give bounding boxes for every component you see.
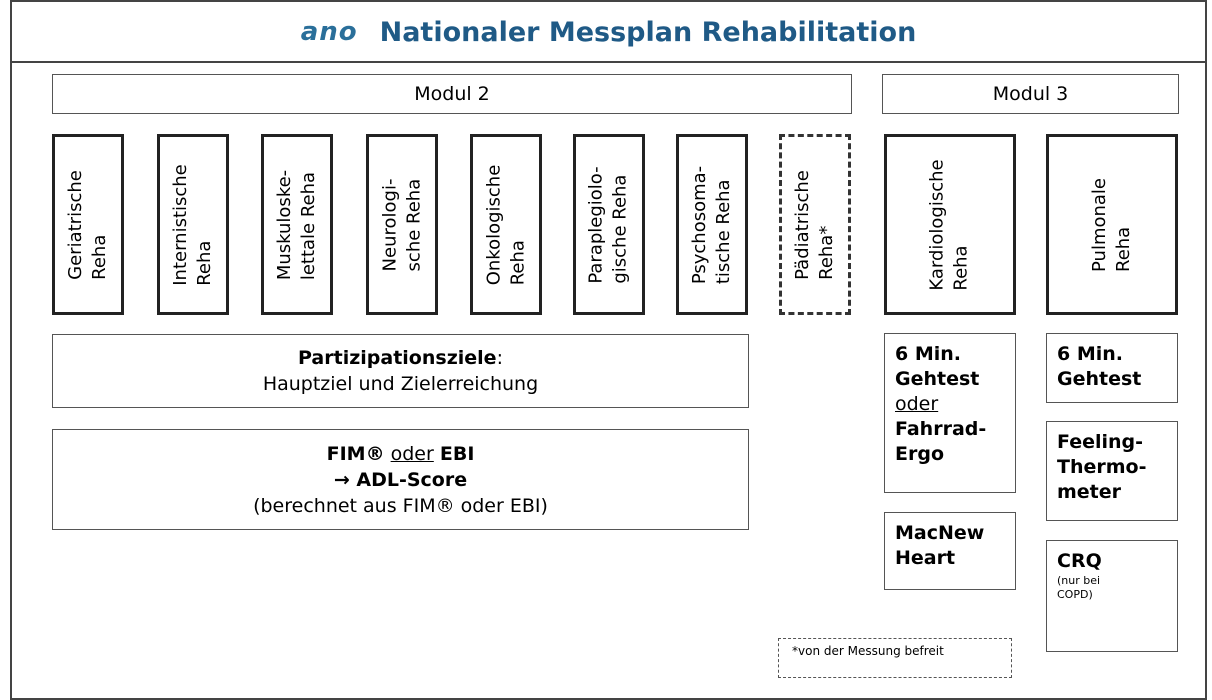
participation-subtitle: Hauptziel und Zielerreichung [262,373,539,395]
fim-note: (berechnet aus FIM® oder EBI) [253,494,548,517]
participation-box: Partizipationsziele: Hauptziel und Ziele… [52,334,749,408]
reha-label-pulmonal: Pulmonale Reha [1088,177,1134,272]
feeling-thermometer-label: Feeling- Thermo- meter [1057,431,1147,503]
modul-2-label: Modul 2 [414,83,490,105]
kardio-fahrrad-label: Fahrrad- Ergo [895,418,987,465]
ebi-label: EBI [439,442,475,465]
header: ano Nationaler Messplan Rehabilitation [10,6,1207,58]
reha-box-paediatrisch: Pädiatrische Reha* [779,134,851,315]
macnew-box: MacNew Heart [884,512,1016,590]
reha-box-onkologisch: Onkologische Reha [470,134,542,315]
fim-oder: oder [390,442,434,465]
reha-label-onkologisch: Onkologische Reha [483,164,529,285]
feeling-thermometer-box: Feeling- Thermo- meter [1046,421,1178,521]
crq-box: CRQ (nur bei COPD) [1046,540,1178,652]
reha-box-muskuloskelettal: Muskuloske- lettale Reha [261,134,333,315]
reha-label-kardiologisch: Kardiologische Reha [927,158,972,291]
reha-label-neurologisch: Neurologi- sche Reha [379,178,424,271]
reha-label-psychosomatisch: Psychosoma- tische Reha [689,165,734,284]
footnote: *von der Messung befreit [778,638,1012,678]
reha-box-geriatrisch: Geriatrische Reha [52,134,124,315]
participation-colon: : [496,347,503,369]
reha-box-kardiologisch: Kardiologische Reha [884,134,1016,315]
macnew-label: MacNew Heart [895,522,985,569]
reha-box-psychosomatisch: Psychosoma- tische Reha [676,134,748,315]
reha-box-pulmonal: Pulmonale Reha [1046,134,1178,315]
reha-box-neurologisch: Neurologi- sche Reha [366,134,438,315]
crq-note: (nur bei COPD) [1057,574,1101,601]
page-title: Nationaler Messplan Rehabilitation [379,16,917,48]
modul-3-box: Modul 3 [882,74,1179,114]
reha-label-geriatrisch: Geriatrische Reha [65,169,111,280]
pulmo-gehtest-label: 6 Min. Gehtest [1057,343,1142,390]
kardio-gehtest-box: 6 Min. Gehtest oder Fahrrad- Ergo [884,333,1016,493]
reha-box-internistisch: Internistische Reha [157,134,229,315]
reha-label-muskuloskelettal: Muskuloske- lettale Reha [274,169,319,280]
kardio-oder: oder [895,393,939,415]
modul-2-box: Modul 2 [52,74,852,114]
footnote-text: *von der Messung befreit [792,644,944,658]
anq-logo: ano [300,17,358,47]
reha-box-paraplegiologisch: Paraplegiolo- gische Reha [573,134,645,315]
modul-3-label: Modul 3 [992,83,1069,105]
reha-label-paraplegiologisch: Paraplegiolo- gische Reha [586,165,632,284]
reha-label-internistisch: Internistische Reha [170,163,216,286]
header-divider [10,61,1207,63]
participation-title: Partizipationsziele [298,347,497,369]
pulmo-gehtest-box: 6 Min. Gehtest [1046,333,1178,403]
fim-label: FIM® [326,442,385,465]
crq-label: CRQ [1057,550,1102,572]
reha-label-paediatrisch: Pädiatrische Reha* [792,169,837,280]
fim-box: FIM® oder EBI → ADL-Score (berechnet aus… [52,429,749,530]
adl-score: → ADL-Score [333,468,468,491]
kardio-gehtest-label: 6 Min. Gehtest [895,343,980,390]
